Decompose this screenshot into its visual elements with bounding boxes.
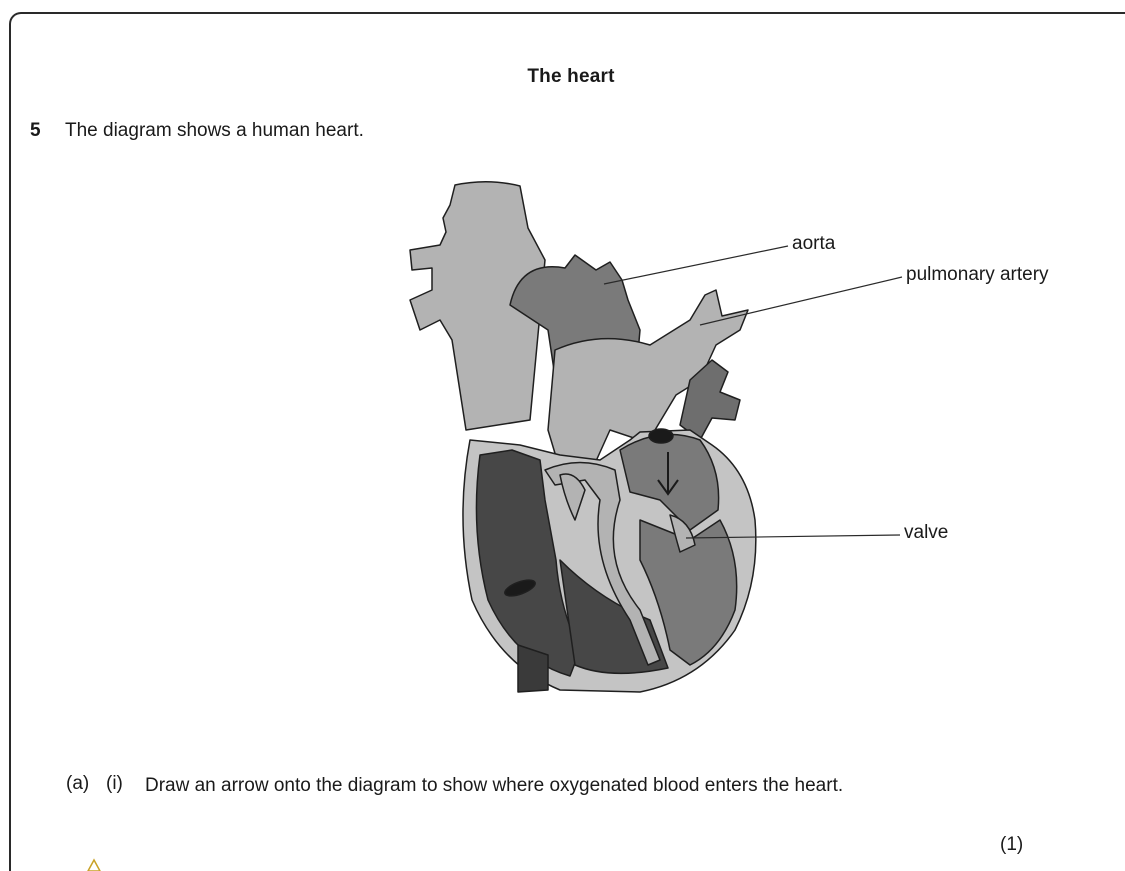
pulmonary-leader-line (700, 277, 902, 325)
part-letter: (a) (66, 773, 89, 795)
label-valve: valve (904, 522, 948, 544)
question-part-text: Draw an arrow onto the diagram to show w… (145, 773, 985, 798)
aorta-leader-line (604, 246, 788, 284)
marks-allocation: (1) (1000, 834, 1023, 856)
pencil-icon (86, 858, 102, 871)
label-aorta: aorta (792, 233, 835, 255)
label-pulmonary-artery: pulmonary artery (906, 264, 1049, 286)
sub-part-number: (i) (106, 773, 123, 795)
valve-dark-top (649, 429, 673, 443)
